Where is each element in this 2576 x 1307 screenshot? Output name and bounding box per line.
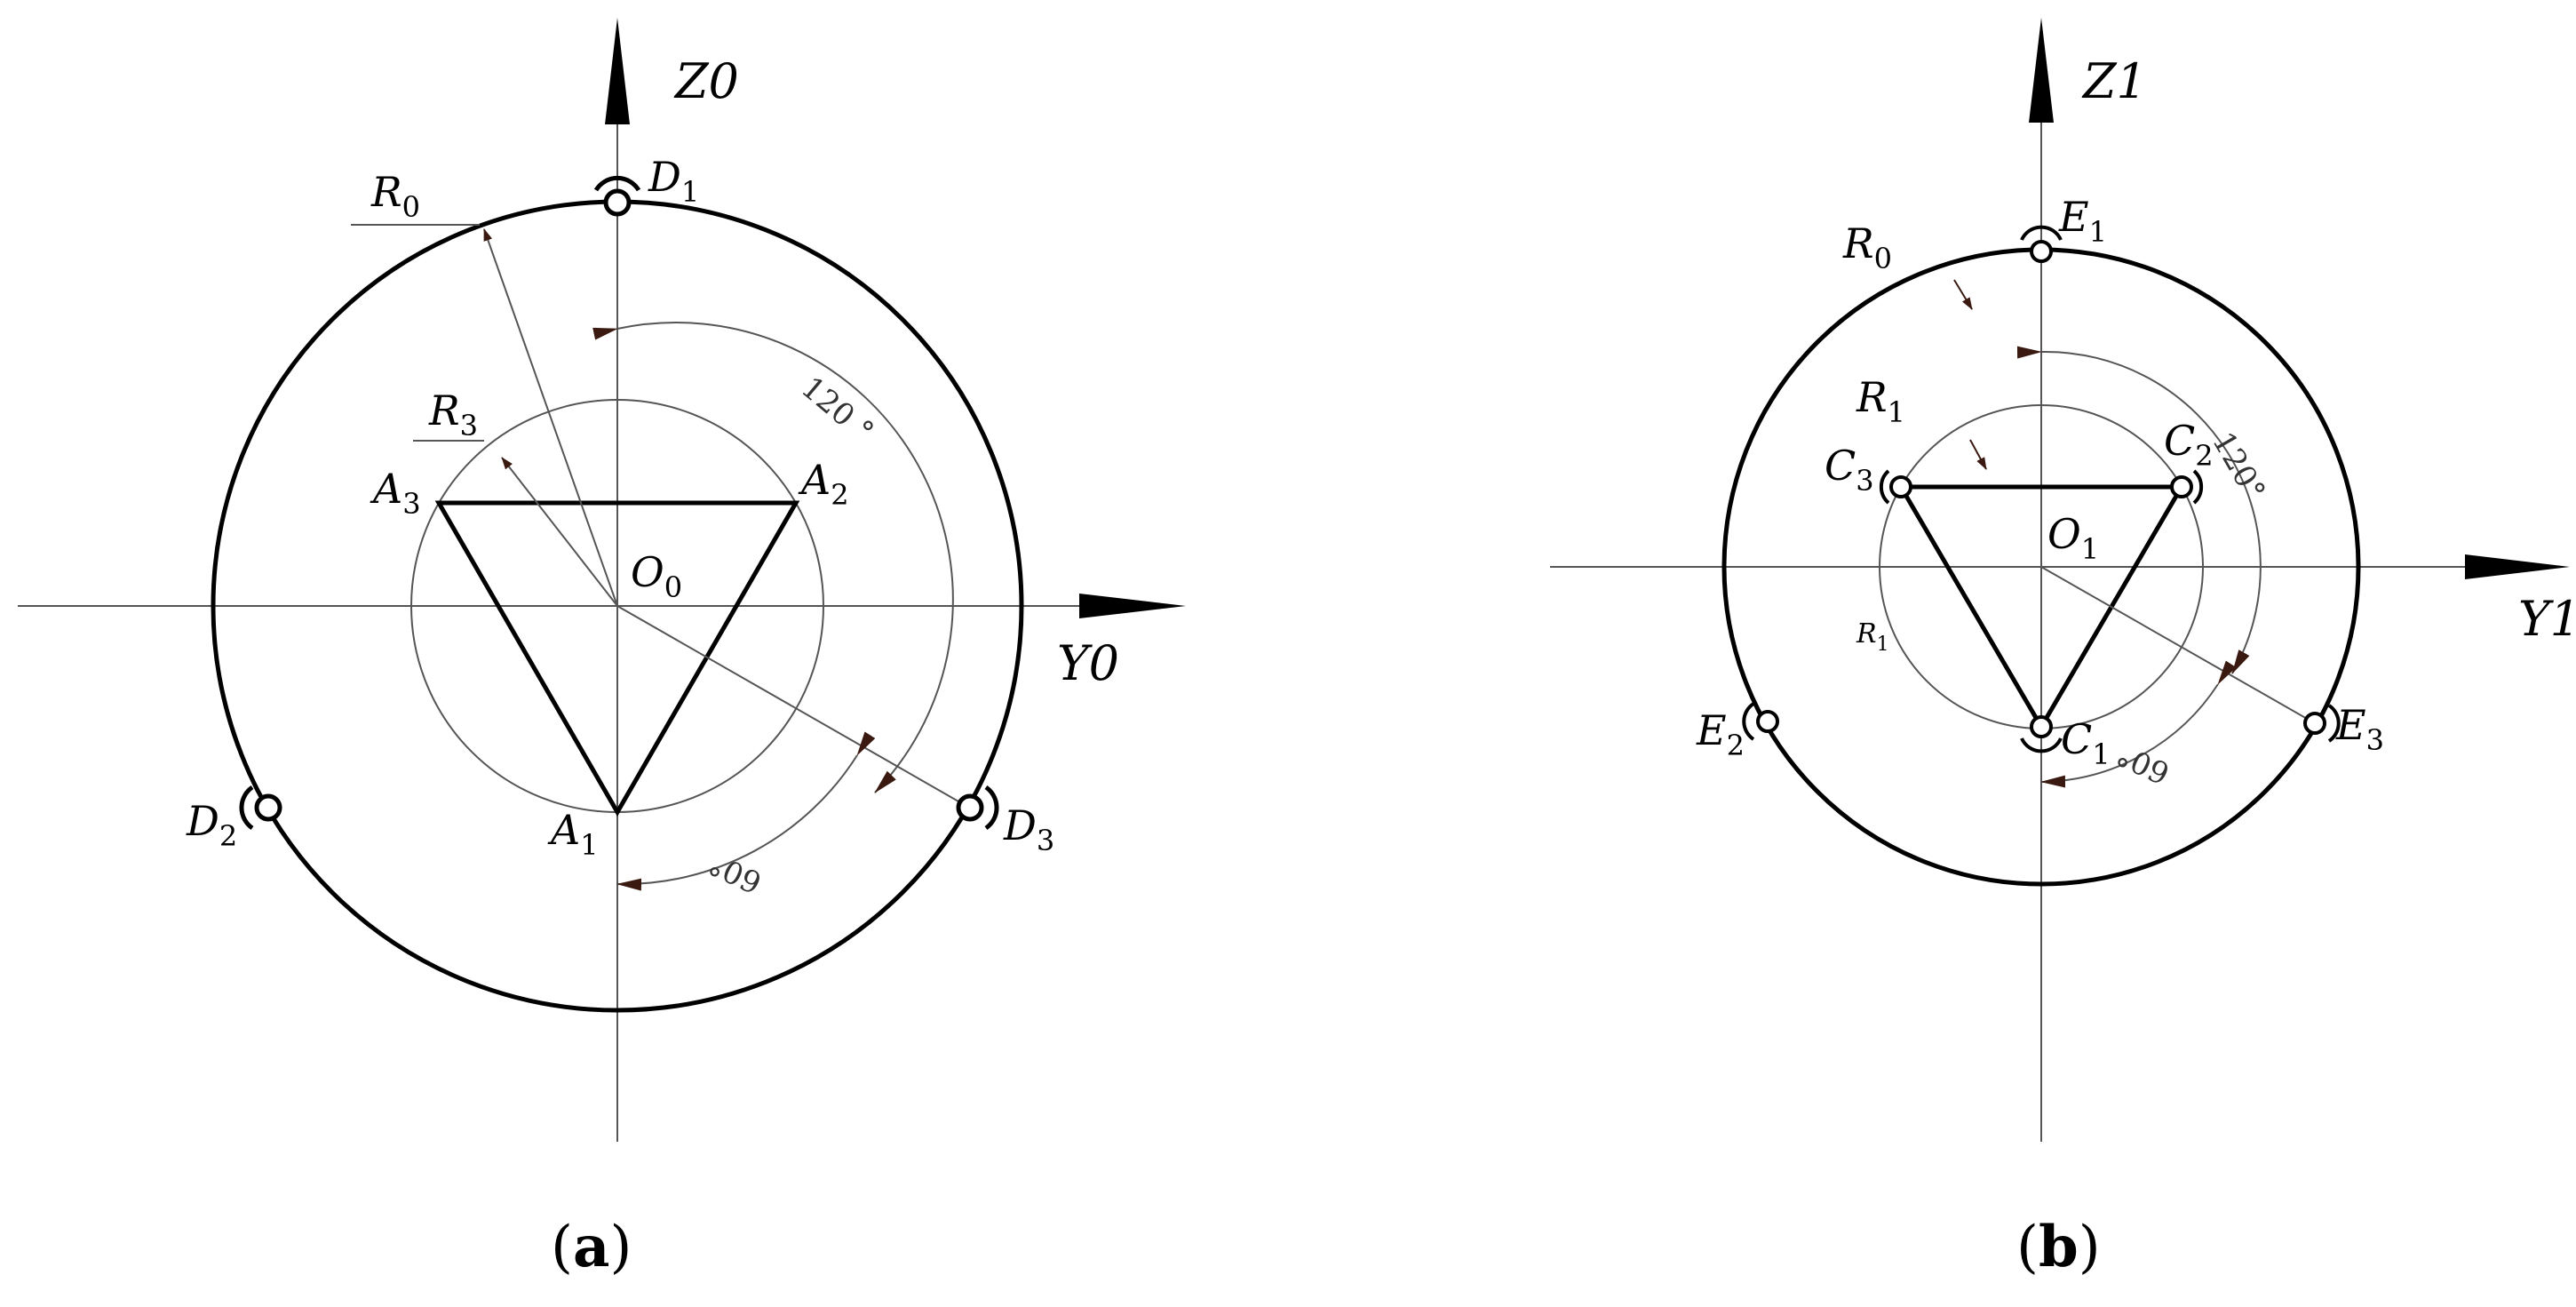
- z1-axis-arrow: [2029, 18, 2054, 123]
- label-c2: C2: [2164, 417, 2214, 473]
- r0-b-leader: [1953, 279, 1973, 310]
- label-angle-120-b: 120°: [2205, 426, 2272, 507]
- label-o0: O0: [631, 548, 682, 604]
- line-o1-e3: [2040, 566, 2316, 724]
- label-r1-small: R1: [1856, 618, 1889, 656]
- label-d3: D3: [1003, 801, 1054, 857]
- r0-leader: [483, 228, 618, 607]
- label-o1: O1: [2047, 510, 2099, 566]
- panel-b: Z1 Y1 O1 R0 R1 R1 C1 C2 C3 E1 E2 E3 120°…: [1550, 18, 2576, 1280]
- caption-b: (b): [2016, 1214, 2101, 1280]
- joint-c2: [2170, 469, 2204, 505]
- angle-arc-60-b: [2040, 660, 2237, 788]
- label-y0: Y0: [1057, 635, 1119, 691]
- label-r1: R1: [1856, 373, 1905, 429]
- label-angle-120: 120 °: [794, 370, 880, 450]
- label-y1: Y1: [2518, 591, 2576, 647]
- joint-e2: [1742, 702, 1779, 741]
- r1-leader: [1969, 439, 1987, 470]
- panel-a: Z0 Y0 O0 R0 R3 A1 A2 A3 D1 D2 D3 120 ° 6…: [18, 18, 1186, 1280]
- z0-axis-arrow: [605, 18, 630, 124]
- r3-leader: [501, 457, 618, 607]
- caption-a: (a): [551, 1214, 632, 1280]
- label-r0: R0: [370, 168, 420, 224]
- label-z1: Z1: [2081, 53, 2147, 109]
- label-a2: A2: [798, 456, 849, 512]
- label-r0-b: R0: [1842, 219, 1892, 275]
- label-r3: R3: [428, 387, 478, 442]
- label-e3: E3: [2335, 701, 2384, 757]
- label-c3: C3: [1825, 442, 1874, 498]
- joint-c1: [2020, 715, 2063, 753]
- angle-arc-60: [616, 731, 876, 891]
- y0-axis-arrow: [1079, 594, 1186, 618]
- label-z0: Z0: [673, 53, 739, 109]
- angle-arc-120: [592, 322, 954, 793]
- joint-e1: [2020, 225, 2063, 263]
- joint-d3: [956, 785, 999, 831]
- label-e1: E1: [2058, 193, 2107, 249]
- joint-c3: [1879, 469, 1912, 505]
- label-angle-60: 60°: [704, 845, 767, 900]
- label-a1: A1: [547, 806, 599, 862]
- y1-axis-arrow: [2465, 554, 2570, 579]
- label-a3: A3: [370, 465, 421, 521]
- label-angle-60-b: 60°: [2111, 736, 2175, 791]
- joint-d2: [239, 785, 282, 831]
- label-d1: D1: [648, 153, 699, 209]
- label-c1: C1: [2061, 715, 2111, 771]
- angle-arc-120-b: [2016, 346, 2262, 674]
- label-d2: D2: [186, 797, 237, 853]
- label-e2: E2: [1696, 706, 1745, 762]
- line-o0-d3: [616, 605, 972, 809]
- joint-e3: [2303, 704, 2341, 743]
- joint-d1: [593, 175, 641, 217]
